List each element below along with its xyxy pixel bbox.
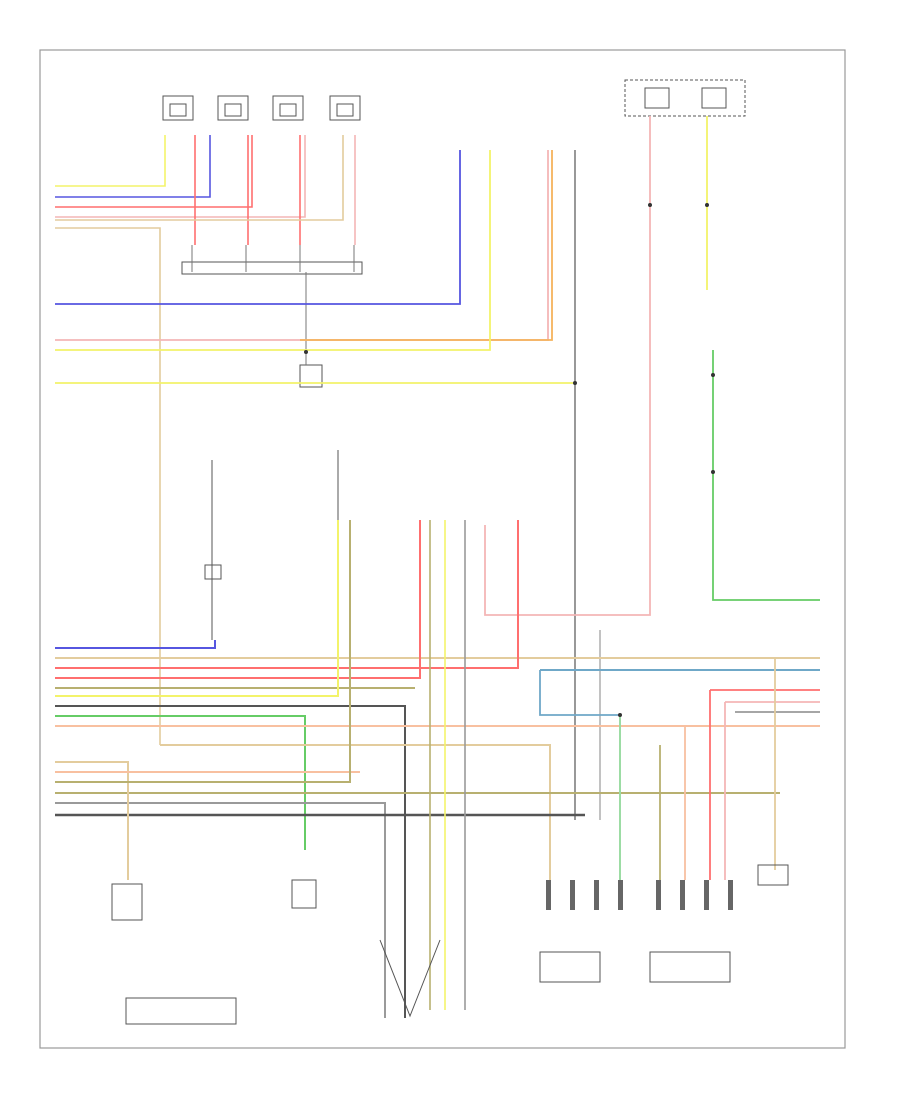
connector-right-bottom [757,864,789,886]
pin [618,880,623,910]
splice [648,203,652,207]
wire-tan-1 [55,227,161,745]
splice [705,203,709,207]
fuse-box-outline [624,79,746,117]
pin [728,880,733,910]
connector-3 [272,95,304,121]
bus-gray [55,802,386,1018]
pin [704,880,709,910]
sensor-drops [191,245,355,365]
ground-box-left [125,997,237,1025]
sensor-box-left [204,564,222,580]
splice [573,381,577,385]
sensor-ground-block [181,261,363,388]
splice [711,470,715,474]
lower-bus-wires [55,520,820,1018]
pin [680,880,685,910]
wire-orange-long [300,150,553,341]
center-drops [429,520,466,1010]
sensor-left-bottom [111,883,143,921]
wire-pink-long [55,150,549,341]
connector-2-body [224,103,242,117]
splice-points [304,203,715,717]
bus-red [55,520,519,669]
bus-green [55,715,306,850]
drop-light-blue [539,670,621,880]
module-b [649,951,731,983]
upper-mid-bus [55,150,601,820]
module-pins [546,880,733,910]
splice [711,373,715,377]
bus-tan-3 [55,761,129,880]
mid-switches [204,450,339,640]
splice [304,350,308,354]
junction-connector [299,364,323,388]
bus-red-2 [55,520,421,679]
wire-blue-1 [55,135,211,198]
splice [618,713,622,717]
connector-1 [162,95,194,121]
bus-olive-3 [55,520,351,783]
wire-red-1 [55,135,253,208]
top-bus-wires [55,135,356,745]
harness-connector-bottom [379,939,441,1018]
bus-blue [55,640,216,649]
fuse-2 [701,87,727,109]
pin [656,880,661,910]
connector-3-body [279,103,297,117]
bus-yellow [55,520,339,697]
diagram-frame [39,49,846,1049]
fuse-relay-box [624,79,746,117]
wire-pink-right [484,116,651,616]
wire-pink-1 [55,135,306,218]
connector-1-body [169,103,187,117]
wire-green-right [712,350,820,601]
wire-yellow-1 [55,135,166,187]
top-sensor-connectors [162,95,361,121]
wire-yellow-long [55,150,491,351]
wire-blue-long [55,150,461,305]
pin [546,880,551,910]
fuse-1 [644,87,670,109]
right-feed-wires [484,116,820,616]
sensor-mid-bottom [291,879,317,909]
module-a [539,951,601,983]
sensor-bracket [181,261,363,275]
connector-2 [217,95,249,121]
bus-dark [55,705,406,1018]
connector-4-body [336,103,354,117]
wire-tan-2 [55,135,344,221]
bottom-components [111,864,789,1025]
pin [594,880,599,910]
bus-tan-2 [160,744,551,880]
right-lower-stubs [539,658,820,880]
pin [570,880,575,910]
connector-4 [329,95,361,121]
